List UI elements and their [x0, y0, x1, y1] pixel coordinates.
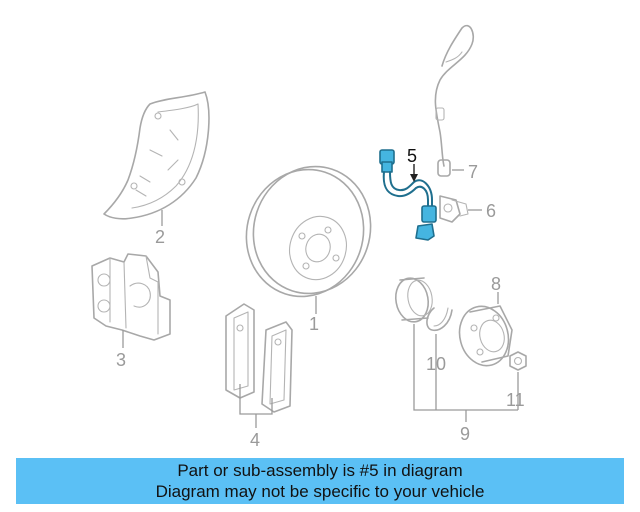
callout-1: 1 [309, 314, 319, 334]
callout-2: 2 [155, 227, 165, 247]
wheel-hub-part [458, 305, 513, 367]
callout-11: 11 [506, 390, 525, 410]
callout-5: 5 [407, 146, 417, 166]
callout-9: 9 [460, 424, 470, 444]
axle-nut-part [509, 351, 527, 371]
caption-line-2: Diagram may not be specific to your vehi… [155, 482, 485, 501]
speed-sensor-part [439, 195, 469, 223]
callout-6: 6 [486, 201, 496, 221]
callout-7: 7 [468, 162, 478, 182]
callout-8: 8 [491, 274, 501, 294]
leader-4 [239, 384, 273, 428]
callout-10: 10 [426, 354, 446, 374]
arrow-5 [410, 174, 418, 182]
snap-ring-part [426, 307, 453, 332]
brake-rotor-part [245, 165, 372, 298]
brake-hose-part [379, 149, 437, 241]
caption-line-1: Part or sub-assembly is #5 in diagram [177, 461, 463, 480]
brake-caliper-part [91, 253, 171, 341]
callout-3: 3 [116, 350, 126, 370]
abs-sensor-harness-part [434, 24, 475, 177]
brake-pads-part [225, 303, 293, 413]
dust-shield-part [103, 91, 210, 220]
leader-9-10 [413, 324, 518, 422]
callout-4: 4 [250, 430, 260, 450]
wheel-bearing-part [394, 277, 433, 323]
caption-banner: Part or sub-assembly is #5 in diagram Di… [16, 458, 624, 504]
